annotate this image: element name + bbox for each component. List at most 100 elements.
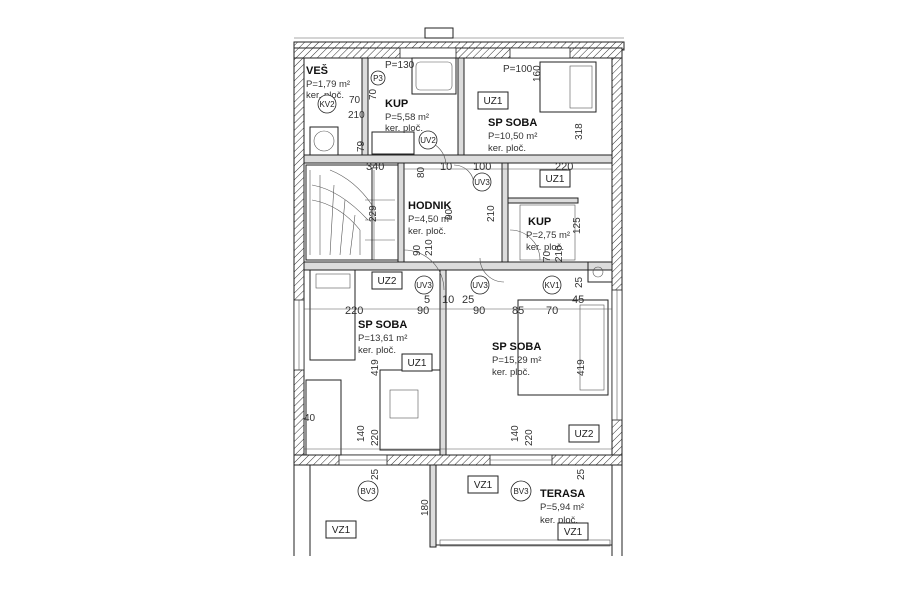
plan-label: VZ1 bbox=[474, 480, 493, 491]
room-finish: ker. ploč. bbox=[526, 242, 564, 253]
room-area: P=5,94 m² bbox=[540, 502, 584, 513]
plan-label: 140 bbox=[356, 425, 367, 442]
terrace-inner bbox=[439, 539, 611, 547]
door-swings bbox=[403, 139, 541, 291]
plan-label: 220 bbox=[370, 429, 381, 446]
room-area: P=5,58 m² bbox=[385, 112, 429, 123]
plan-label: 25 bbox=[576, 468, 587, 480]
room-label: TERASA P=5,94 m² ker. ploč. bbox=[540, 488, 585, 526]
plan-label: 125 bbox=[572, 217, 583, 234]
room-finish: ker. ploč. bbox=[492, 367, 530, 378]
plan-label: 210 bbox=[554, 245, 565, 262]
room-finish: ker. ploč. bbox=[488, 143, 526, 154]
plan-label: 220 bbox=[345, 305, 363, 317]
room-finish: ker. ploč. bbox=[408, 226, 446, 237]
room-name: VEŠ bbox=[306, 64, 328, 77]
marker: KV2 bbox=[317, 94, 337, 114]
plan-label: 10 bbox=[440, 161, 452, 173]
plan-label: 180 bbox=[420, 499, 431, 516]
plan-label: UZ1 bbox=[484, 96, 503, 107]
plan-label: 220 bbox=[524, 429, 535, 446]
marker: BV3 bbox=[357, 480, 379, 502]
plan-label: 85 bbox=[512, 305, 524, 317]
tag: VZ1 bbox=[325, 520, 357, 539]
room-name: HODNIK bbox=[408, 200, 451, 212]
plan-label: VZ1 bbox=[332, 525, 351, 536]
room-area: P=1,79 m² bbox=[306, 79, 350, 90]
tag: UZ2 bbox=[568, 424, 600, 443]
room-area: P=15,29 m² bbox=[492, 355, 541, 366]
plan-label: P=100 bbox=[503, 64, 533, 75]
wall-ves-kup bbox=[361, 57, 369, 156]
plan-label: 10 bbox=[442, 294, 454, 306]
room-finish: ker. ploč. bbox=[540, 515, 578, 526]
plan-label: 70 bbox=[546, 305, 558, 317]
wall-kup2-bottom bbox=[507, 197, 579, 204]
plan-label: 90 bbox=[473, 305, 485, 317]
plan-label: P=130 bbox=[385, 60, 415, 71]
plan-label: VZ1 bbox=[564, 527, 583, 538]
room-area: P=13,61 m² bbox=[358, 333, 407, 344]
plan-label: 40 bbox=[304, 413, 316, 424]
room-finish: ker. ploč. bbox=[358, 345, 396, 356]
plan-label: 318 bbox=[574, 123, 585, 140]
room-name: KUP bbox=[385, 98, 408, 110]
plan-label: 220 bbox=[555, 161, 573, 173]
plan-label: KV1 bbox=[544, 281, 560, 290]
plan-label: 419 bbox=[576, 359, 587, 376]
plan-label: UV2 bbox=[420, 136, 436, 145]
room-name: SP SOBA bbox=[492, 341, 541, 353]
room-label: SP SOBA P=10,50 m² ker. ploč. bbox=[488, 117, 537, 154]
tag: UZ1 bbox=[539, 169, 571, 188]
tag: UZ2 bbox=[371, 271, 403, 290]
marker: UV3 bbox=[472, 172, 492, 192]
plan-label: 79 bbox=[356, 140, 367, 152]
tag: UZ1 bbox=[477, 91, 509, 110]
marker: P3 bbox=[370, 70, 386, 86]
plan-label: UV3 bbox=[474, 178, 490, 187]
plan-label: BV3 bbox=[513, 487, 529, 496]
marker: BV3 bbox=[510, 480, 532, 502]
dimension-numbers: 340 10 100 220 220 90 5 10 25 90 85 70 4… bbox=[304, 60, 587, 516]
plan-label: 160 bbox=[532, 65, 543, 82]
terrace-wall-left bbox=[429, 464, 437, 548]
plan-label: 45 bbox=[572, 294, 584, 306]
tag: VZ1 bbox=[557, 522, 589, 541]
plan-label: 90 bbox=[417, 305, 429, 317]
plan-label: KV2 bbox=[319, 100, 335, 109]
room-area: P=10,50 m² bbox=[488, 131, 537, 142]
room-area: P=4,50 m² bbox=[408, 214, 452, 225]
room-name: KUP bbox=[528, 216, 551, 228]
plan-label: 25 bbox=[462, 294, 474, 306]
plan-label: 100 bbox=[473, 161, 491, 173]
plan-label: UZ1 bbox=[546, 174, 565, 185]
plan-label: 5 bbox=[424, 294, 430, 306]
fixtures bbox=[305, 57, 613, 456]
room-name: SP SOBA bbox=[358, 319, 407, 331]
plan-label: 25 bbox=[370, 468, 381, 480]
wall-hall-left bbox=[397, 162, 405, 263]
tag: VZ1 bbox=[467, 475, 499, 494]
room-label: SP SOBA P=13,61 m² ker. ploč. bbox=[358, 319, 407, 356]
plan-label: UZ1 bbox=[408, 358, 427, 369]
plan-label: P3 bbox=[373, 74, 383, 83]
plan-label: 210 bbox=[486, 205, 497, 222]
room-label: KUP P=5,58 m² ker. ploč. bbox=[385, 98, 429, 134]
room-label: KUP P=2,75 m² ker. ploč. bbox=[526, 216, 570, 253]
marker: UV2 bbox=[418, 130, 438, 150]
window-door-tags: UZ1 UZ1 UZ2 UZ1 UZ2 VZ1 VZ1 VZ1 bbox=[325, 91, 600, 541]
room-name: TERASA bbox=[540, 488, 585, 500]
plan-label: UZ2 bbox=[575, 429, 594, 440]
windows bbox=[293, 47, 623, 466]
room-label: HODNIK P=4,50 m² ker. ploč. bbox=[408, 200, 452, 237]
plan-label: 80 bbox=[416, 166, 427, 178]
plan-label: 419 bbox=[370, 359, 381, 376]
room-labels: VEŠ P=1,79 m² ker. ploč. KUP P=5,58 m² k… bbox=[306, 64, 585, 526]
plan-label: UZ2 bbox=[378, 276, 397, 287]
plan-label: 25 bbox=[574, 276, 585, 288]
wall-hall-right bbox=[501, 162, 509, 263]
room-label: SP SOBA P=15,29 m² ker. ploč. bbox=[492, 341, 541, 378]
plan-label: 340 bbox=[366, 161, 384, 173]
plan-label: 140 bbox=[510, 425, 521, 442]
